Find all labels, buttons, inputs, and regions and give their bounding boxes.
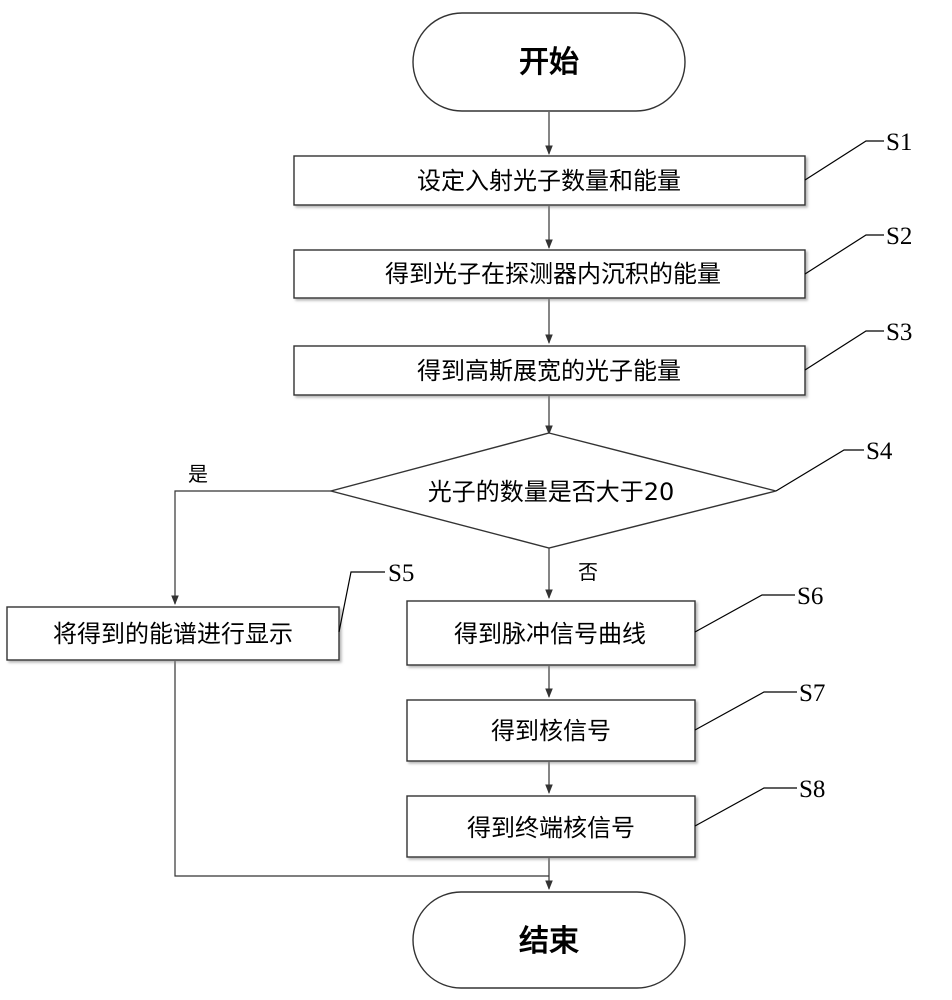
step-s5-leader <box>338 571 385 633</box>
step-s4-leader <box>775 449 864 492</box>
step-s8-text: 得到终端核信号 <box>467 814 635 842</box>
branch-yes-label: 是 <box>188 462 208 486</box>
step-s4-tag: S4 <box>866 438 893 465</box>
step-s7-tag: S7 <box>799 680 825 707</box>
step-s3-text: 得到高斯展宽的光子能量 <box>417 357 681 385</box>
step-s7-box <box>406 699 696 762</box>
step-s5-box <box>6 606 340 661</box>
step-s8-tag: S8 <box>799 776 825 803</box>
step-s6-leader <box>694 594 795 633</box>
step-s6-tag: S6 <box>797 583 823 610</box>
end-terminator <box>412 891 686 989</box>
step-s2-text: 得到光子在探测器内沉积的能量 <box>385 260 721 288</box>
step-s4-text: 光子的数量是否大于20 <box>428 478 675 506</box>
step-s1-text: 设定入射光子数量和能量 <box>417 167 681 195</box>
step-s5-text: 将得到的能谱进行显示 <box>53 620 293 648</box>
step-s3-box <box>293 345 806 396</box>
start-label: 开始 <box>519 45 579 80</box>
step-s1-leader <box>804 140 884 181</box>
step-s1-box <box>293 155 806 206</box>
step-s2-leader <box>804 234 884 275</box>
step-s5-tag: S5 <box>388 560 414 587</box>
step-s2-box <box>293 249 806 299</box>
end-label: 结束 <box>519 924 579 959</box>
arrow-s5-end <box>174 661 549 877</box>
start-terminator <box>412 12 686 112</box>
branch-no-label: 否 <box>578 560 598 584</box>
step-s6-box <box>406 600 696 666</box>
step-s1-tag: S1 <box>886 129 912 156</box>
step-s8-box <box>406 795 696 858</box>
step-s6-text: 得到脉冲信号曲线 <box>454 620 646 648</box>
step-s3-leader <box>804 330 884 371</box>
step-s7-text: 得到核信号 <box>491 717 611 745</box>
step-s3-tag: S3 <box>886 319 912 346</box>
step-s4-decision <box>328 432 777 549</box>
step-s7-leader <box>694 691 797 731</box>
step-s2-tag: S2 <box>886 223 912 250</box>
step-s8-leader <box>694 787 797 827</box>
arrow-s4-s5 <box>171 490 331 605</box>
